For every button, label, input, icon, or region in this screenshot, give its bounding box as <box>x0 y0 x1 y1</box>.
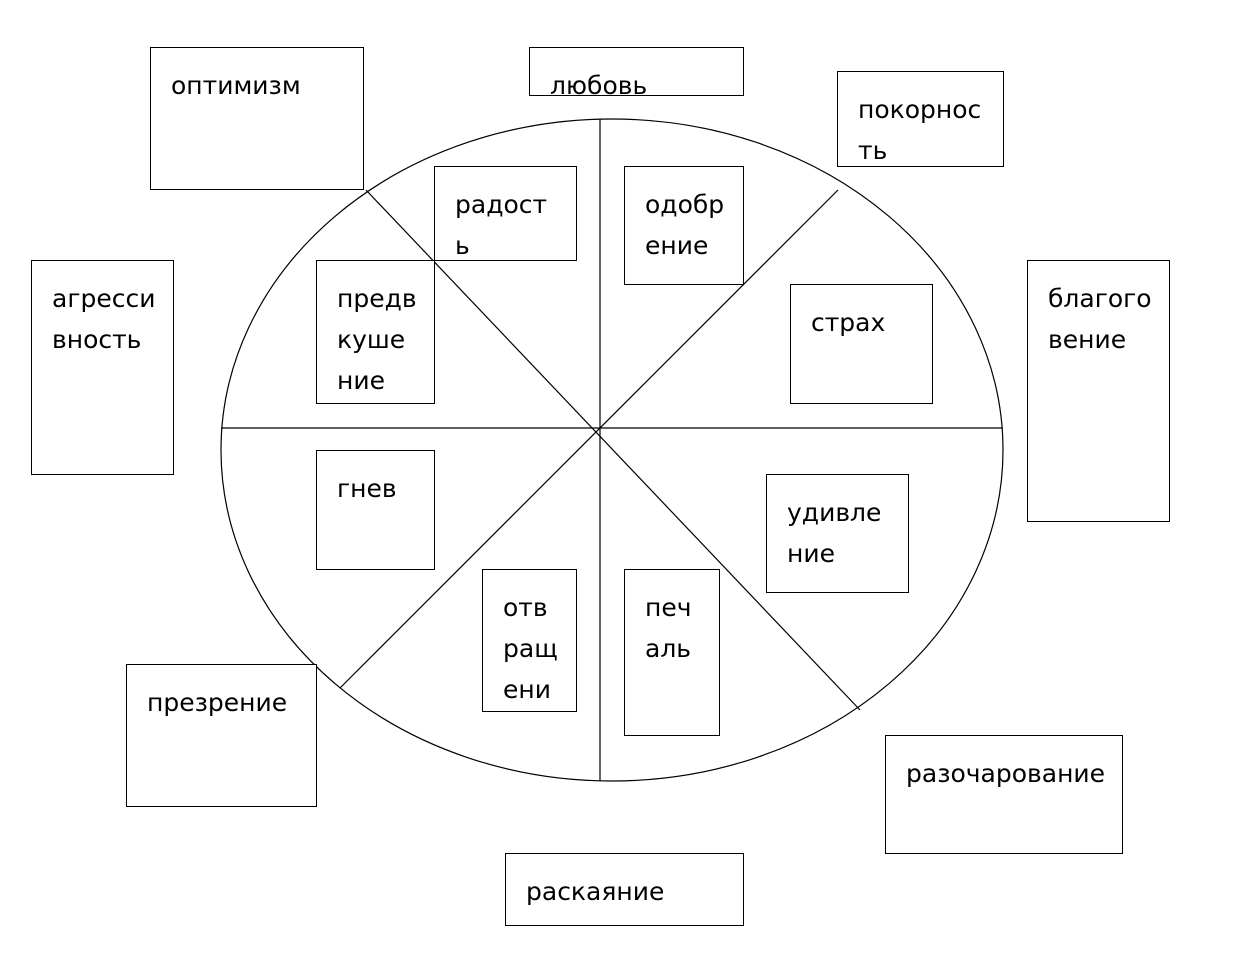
emotion-box-anticipation: предв куше ние <box>316 260 435 404</box>
emotion-box-awe: благого вение <box>1027 260 1170 522</box>
wheel-diagonal-anti <box>339 189 839 689</box>
emotion-box-approval: одобр ение <box>624 166 744 285</box>
emotion-box-remorse: раскаяние <box>505 853 744 926</box>
emotion-box-surprise: удивле ние <box>766 474 909 593</box>
emotion-box-anger: гнев <box>316 450 435 570</box>
emotion-box-aggressiveness: агресси вность <box>31 260 174 475</box>
emotion-box-joy: радост ь <box>434 166 577 261</box>
emotion-box-fear: страх <box>790 284 933 404</box>
emotion-box-submission: покорнос ть <box>837 71 1004 167</box>
wheel-outline <box>220 118 1004 782</box>
wheel-diagonal-main <box>365 189 861 711</box>
emotion-box-sadness: печ аль <box>624 569 720 736</box>
emotion-box-optimism: оптимизм <box>150 47 364 190</box>
emotion-box-contempt: презрение <box>126 664 317 807</box>
emotion-box-disappointment: разочарование <box>885 735 1123 854</box>
emotion-box-love: любовь <box>529 47 744 100</box>
emotion-box-disgust: отв ращ ени <box>482 569 577 712</box>
